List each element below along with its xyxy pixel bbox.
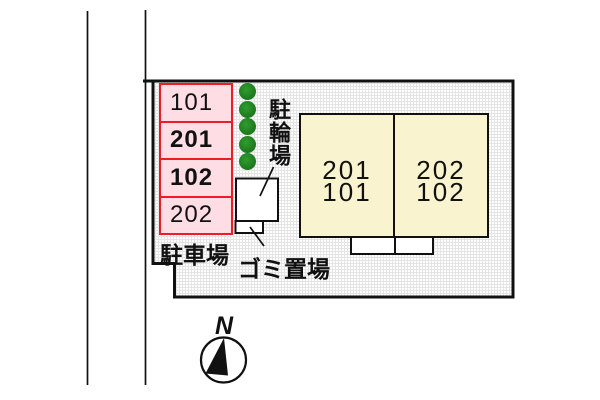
compass-north-label: N [214,312,234,340]
compass-icon [199,336,248,384]
garbage-box [234,220,264,234]
parking-space: 101 [159,83,233,123]
bush-icon [239,153,256,170]
garbage-area-label: ゴミ置場 [238,256,330,282]
parking-space: 102 [159,158,233,198]
bicycle-shed-box [235,177,279,222]
parking-space-label: 101 [170,88,214,116]
bicycle-parking-label: 駐輪場 [266,98,291,167]
parking-area: 101 201 102 202 [159,83,233,235]
bush-icon [239,118,256,135]
building-unit-right: 202 102 [393,115,487,236]
bush-icon [239,83,256,100]
parking-space: 201 [159,120,233,160]
north-arrow-icon [205,338,228,376]
unit-number-lower: 101 [322,176,372,207]
building-unit-left: 201 101 [301,115,393,236]
bush-icon [239,135,256,153]
unit-number-lower: 102 [416,176,466,207]
compass-circle [199,336,248,384]
parking-lot-label: 駐車場 [160,242,229,268]
bush-icon [239,100,256,118]
entrance-porch [350,236,434,255]
parking-space-label: 202 [170,201,214,229]
parking-space-label: 201 [170,126,214,154]
parking-space-label: 102 [170,163,214,191]
bicycle-leader-line [259,166,275,197]
porch-divider [394,238,396,253]
garbage-leader-line [249,226,265,247]
parking-space: 202 [159,195,233,235]
building: 201 101 202 102 [299,113,489,238]
